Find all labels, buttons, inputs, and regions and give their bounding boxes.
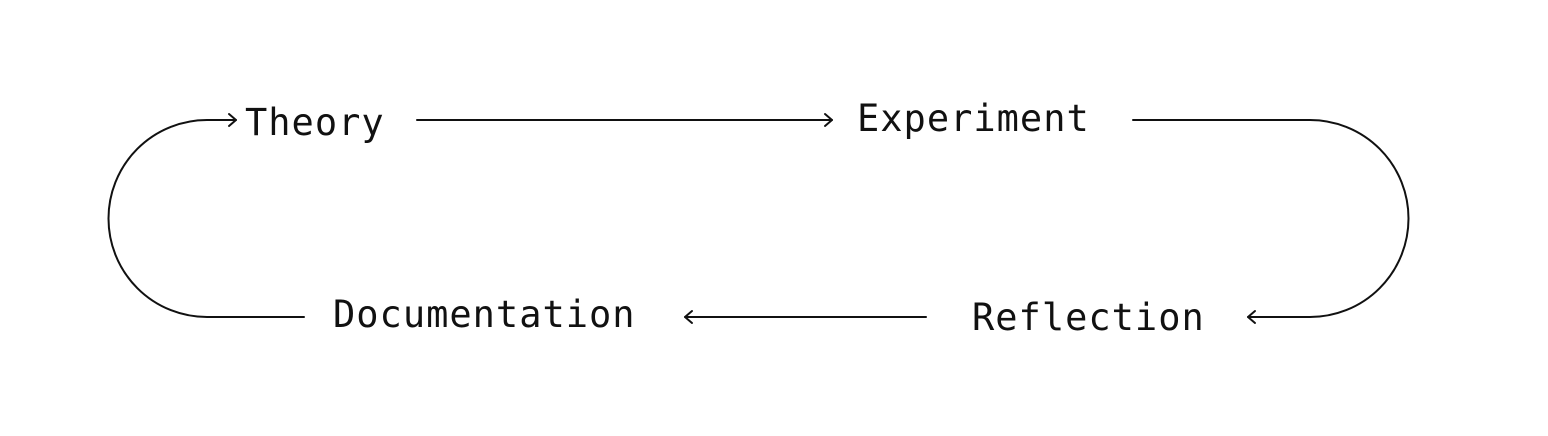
edge-documentation-to-theory <box>107 113 305 318</box>
edge-reflection-to-documentation <box>684 310 927 324</box>
node-documentation: Documentation <box>333 293 636 336</box>
arrowhead-left-icon <box>684 310 693 324</box>
arrowhead-right-icon <box>228 113 237 127</box>
node-reflection: Reflection <box>972 296 1205 339</box>
edge-experiment-to-reflection <box>1132 119 1410 324</box>
arrowhead-left-icon <box>1247 310 1256 324</box>
edge-theory-to-experiment <box>416 113 833 127</box>
node-theory: Theory <box>245 101 385 144</box>
node-experiment: Experiment <box>857 97 1090 140</box>
arrowhead-right-icon <box>824 113 833 127</box>
